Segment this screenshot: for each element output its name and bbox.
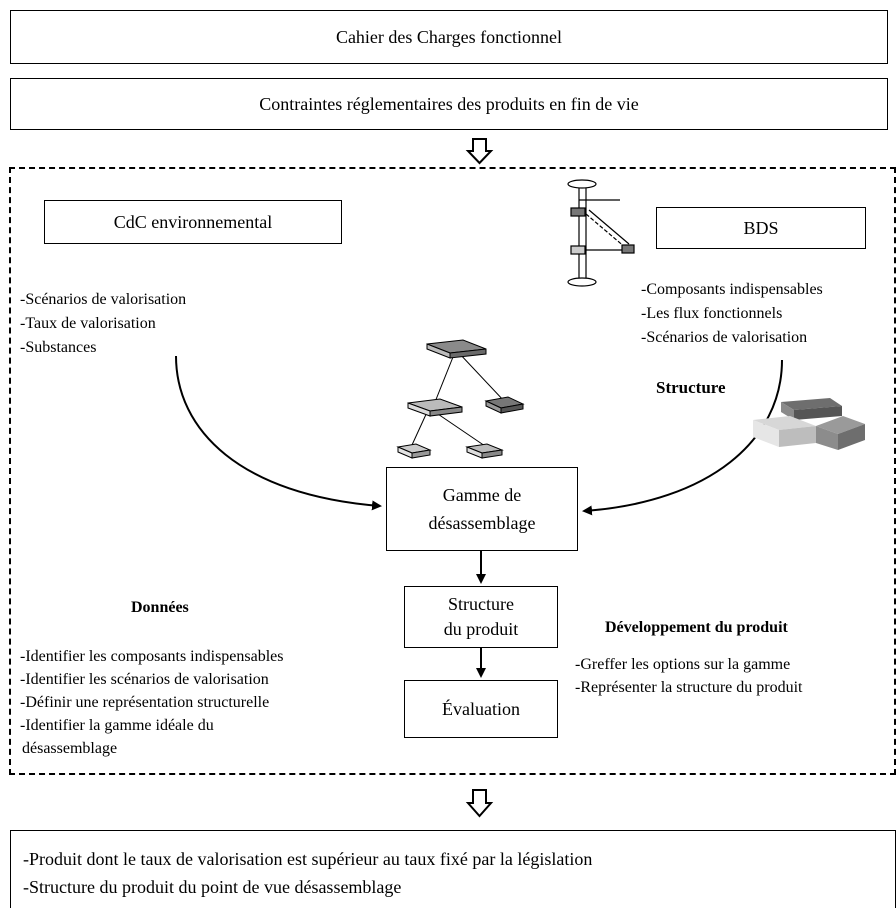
cdc-environnemental-box: CdC environnemental <box>44 200 342 244</box>
gamme-line1: Gamme de <box>442 485 522 505</box>
left-curve-arrow <box>175 355 382 511</box>
donnees-title: Données <box>131 599 189 616</box>
donnees-item: -Identifier les scénarios de valorisatio… <box>20 671 269 688</box>
cdc-environnemental-label: CdC environnemental <box>113 211 273 232</box>
result-box: -Produit dont le taux de valorisation es… <box>10 830 896 908</box>
blocks-icon <box>753 398 865 450</box>
gamme-desassemblage-box: Gamme de désassemblage <box>386 467 578 551</box>
mechanism-icon <box>567 179 635 287</box>
bds-list: -Composants indispensables -Les flux fon… <box>641 278 823 350</box>
cdc-item: -Taux de valorisation <box>20 315 156 332</box>
cdc-list: -Scénarios de valorisation -Taux de valo… <box>20 288 186 360</box>
tree-structure-icon <box>396 339 525 459</box>
gamme-line2: désassemblage <box>428 513 536 533</box>
donnees-item: désassemblage <box>22 740 118 757</box>
donnees-list: -Identifier les composants indispensable… <box>20 645 284 760</box>
cdc-item: -Scénarios de valorisation <box>20 291 187 308</box>
donnees-item: -Identifier la gamme idéale du <box>20 717 214 734</box>
cdc-item: -Substances <box>20 339 97 356</box>
structure-line1: Structure <box>448 594 514 614</box>
developpement-title: Développement du produit <box>605 619 788 636</box>
result-item: -Structure du produit du point de vue dé… <box>23 877 402 897</box>
structure-line2: du produit <box>443 619 519 639</box>
process-frame <box>9 167 896 775</box>
developpement-list: -Greffer les options sur la gamme -Repré… <box>575 653 802 699</box>
developpement-item: -Représenter la structure du produit <box>575 679 803 696</box>
hollow-down-arrow-icon <box>465 138 494 165</box>
evaluation-box: Évaluation <box>404 680 558 738</box>
bds-label: BDS <box>743 217 779 238</box>
bds-box: BDS <box>656 207 866 249</box>
result-item: -Produit dont le taux de valorisation es… <box>23 849 593 869</box>
structure-produit-box: Structure du produit <box>404 586 558 648</box>
contraintes-box: Contraintes réglementaires des produits … <box>10 78 888 130</box>
developpement-item: -Greffer les options sur la gamme <box>575 656 791 673</box>
cahier-des-charges-label: Cahier des Charges fonctionnel <box>335 26 563 47</box>
right-curve-arrow <box>582 359 783 516</box>
donnees-item: -Définir une représentation structurelle <box>20 694 270 711</box>
contraintes-label: Contraintes réglementaires des produits … <box>259 93 639 114</box>
bds-item: -Les flux fonctionnels <box>641 305 783 322</box>
cahier-des-charges-box: Cahier des Charges fonctionnel <box>10 10 888 64</box>
structure-label: Structure <box>656 378 726 397</box>
bds-item: -Composants indispensables <box>641 281 823 298</box>
bds-item: -Scénarios de valorisation <box>641 329 808 346</box>
hollow-down-arrow-icon <box>465 789 494 818</box>
evaluation-label: Évaluation <box>442 698 520 719</box>
donnees-item: -Identifier les composants indispensable… <box>20 648 284 665</box>
